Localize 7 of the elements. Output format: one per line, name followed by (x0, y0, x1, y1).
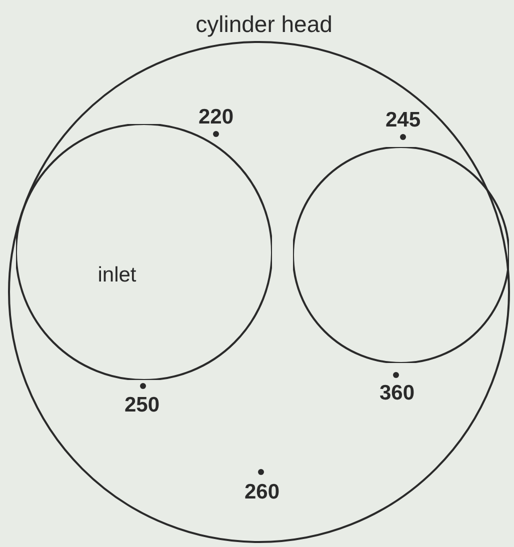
valve-label: inlet (98, 262, 136, 288)
title-label: cylinder head (196, 10, 332, 39)
temperature-value: 220 (198, 106, 234, 128)
temperature-value: 250 (124, 394, 160, 416)
temperature-value: 245 (385, 110, 421, 130)
temperature-value: 260 (244, 482, 280, 502)
temperature-value: 360 (379, 382, 415, 404)
